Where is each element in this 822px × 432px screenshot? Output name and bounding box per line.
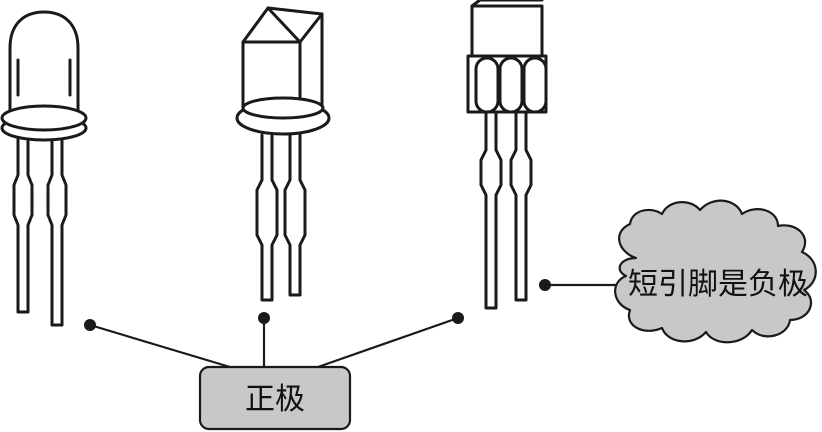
can-leg-right (283, 133, 307, 297)
led-dome (8, 10, 80, 114)
led-leg-left (12, 133, 34, 314)
package-leg-left (479, 110, 503, 310)
negative-label-text: 短引脚是负极 (628, 267, 808, 302)
package-head (470, 4, 544, 60)
package-pin-bump-1 (474, 56, 500, 114)
can-leg-left (255, 133, 279, 302)
led-flange-upper (0, 104, 88, 132)
callout-dot-1 (84, 319, 96, 331)
can-lower-band (241, 96, 325, 120)
negative-callout-dot (539, 279, 551, 291)
can-component (235, 6, 331, 302)
cloud-shape (614, 199, 817, 344)
callout-dot-2 (258, 312, 270, 324)
can-bevel-line (266, 6, 302, 44)
callout-line-1 (89, 323, 231, 369)
negative-callout (539, 279, 620, 291)
callout-dot-3 (452, 312, 464, 324)
package-pin-bump-3 (522, 56, 548, 114)
package-component (466, 0, 548, 310)
positive-label-background (198, 365, 352, 431)
positive-label-box: 正极 (198, 365, 352, 431)
package-head-top (470, 0, 544, 8)
negative-label-cloud: 短引脚是负极 (614, 199, 817, 344)
package-leg-right (509, 110, 533, 302)
callout-line-3 (317, 316, 459, 369)
package-pin-bump-2 (498, 56, 524, 114)
led-component (0, 10, 88, 327)
positive-label-text: 正极 (245, 382, 305, 417)
positive-callouts (84, 312, 464, 370)
led-leg-right (46, 133, 68, 327)
